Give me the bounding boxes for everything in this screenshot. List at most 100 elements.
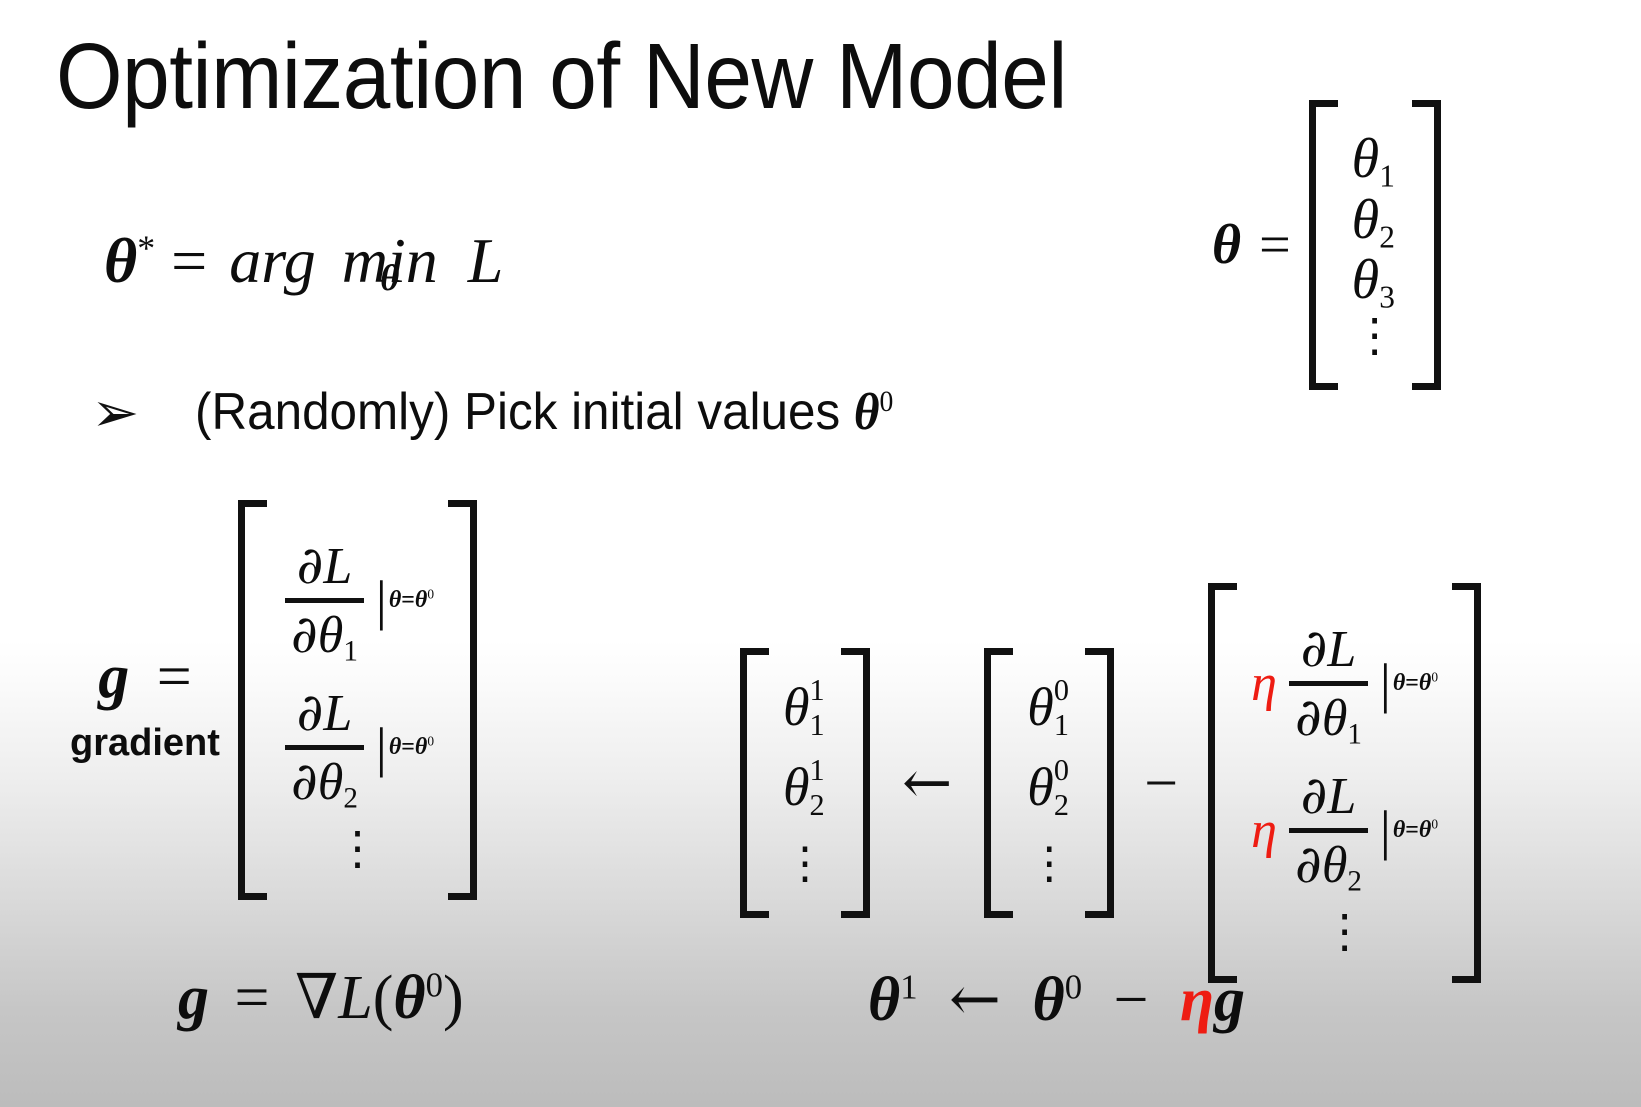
loss-symbol: L [1327, 767, 1357, 825]
partial-symbol: ∂ [1294, 687, 1322, 748]
gradient-g-glyph: g [98, 642, 130, 711]
eval-equals: = [401, 586, 415, 613]
evaluation-subscript: θ=θ0 [1393, 817, 1438, 844]
partial-symbol: ∂ [290, 604, 318, 665]
partial-symbol: ∂ [290, 751, 318, 812]
gradient-row: ∂L ∂θ2 | θ=θ0 [281, 683, 434, 813]
gradient-column-vector: ∂L ∂θ1 | θ=θ0 ∂L ∂θ2 | θ=θ0 ⋮ [237, 500, 477, 900]
open-paren: ( [372, 964, 394, 1032]
theta-index: 1 [1347, 718, 1362, 751]
bullet-item-text: (Randomly) Pick initial values [194, 383, 854, 441]
bullet-item-pick-initial-values: ➢ (Randomly) Pick initial values θ0 [91, 382, 930, 442]
theta-superscript: 0 [425, 965, 443, 1005]
argmin-equals: = [171, 225, 208, 296]
partial-fraction: ∂L ∂θ1 [1288, 618, 1368, 751]
update-arrow: ← [949, 962, 1001, 1035]
step-ellipsis: ⋮ [1321, 903, 1368, 958]
gradient-equals: = [156, 642, 192, 711]
theta-column-vector: θ1 θ2 θ3 ⋮ [1308, 100, 1441, 390]
argmin-star: * [137, 227, 156, 268]
theta-symbol: θ [393, 964, 426, 1032]
bracket-right [841, 648, 870, 918]
partial-symbol: ∂ [1300, 765, 1328, 826]
learning-rate-eta: η [1180, 966, 1215, 1034]
partial-fraction: ∂L ∂θ2 [1288, 765, 1368, 896]
theta-symbol: θ [1027, 757, 1054, 818]
theta-symbol: θ [317, 753, 344, 811]
update-arrow: ← [902, 748, 953, 818]
learning-rate-eta: η [1251, 654, 1277, 712]
old-theta-ellipsis: ⋮ [1027, 837, 1072, 889]
bullet-theta-superscript: 0 [879, 385, 893, 418]
arrow-bullet-icon: ➢ [91, 380, 140, 444]
partial-symbol: ∂ [1300, 618, 1328, 679]
step-row: η ∂L ∂θ1 | θ=θ0 [1251, 618, 1439, 751]
theta-symbol: θ [1321, 836, 1348, 894]
equals-sign: = [234, 964, 270, 1032]
theta-superscript: 1 [809, 673, 825, 708]
theta-subscript: 1 [809, 707, 825, 742]
eval-value-superscript: 0 [1431, 669, 1439, 685]
old-theta-symbol: θ [1032, 966, 1065, 1034]
theta-row-index: 2 [1379, 219, 1395, 255]
eval-value: θ [414, 586, 428, 613]
bracket-right [1085, 648, 1115, 918]
argmin-theta-symbol: θ [104, 225, 138, 296]
step-column-vector: η ∂L ∂θ1 | θ=θ0 η ∂L ∂θ2 | θ=θ0 [1208, 583, 1482, 983]
bullet-item-label: (Randomly) Pick initial values θ0 [195, 382, 893, 442]
loss-symbol: L [1327, 620, 1357, 678]
bracket-left [237, 500, 267, 900]
evaluation-subscript: θ=θ0 [389, 734, 434, 761]
theta-symbol: θ [317, 606, 344, 664]
theta-superscript: 0 [1053, 673, 1069, 708]
equation-update-compact: θ1 ← θ0 − ηg [868, 962, 1245, 1036]
gradient-ellipsis: ⋮ [334, 820, 381, 875]
partial-fraction: ∂L ∂θ2 [284, 683, 364, 813]
theta-superscript: 0 [1053, 753, 1069, 788]
theta-row-symbol: θ [1351, 249, 1380, 312]
partial-symbol: ∂ [296, 535, 324, 596]
theta-symbol: θ [1321, 689, 1348, 747]
eval-value: θ [414, 733, 428, 760]
close-paren: ) [442, 964, 464, 1032]
bracket-right [1411, 100, 1441, 390]
eval-value: θ [1418, 816, 1432, 843]
theta-vector-symbol: θ [1212, 214, 1242, 276]
minus-operator: − [1144, 749, 1179, 816]
bullet-theta-symbol: θ [853, 384, 880, 441]
eval-equals: = [1405, 669, 1419, 696]
step-row: η ∂L ∂θ2 | θ=θ0 [1251, 765, 1438, 896]
theta-symbol: θ [783, 757, 810, 818]
equation-argmin: θ* = arg min θ L [104, 224, 504, 299]
eval-theta: θ [388, 586, 402, 613]
argmin-objective: L [467, 225, 504, 296]
eval-theta: θ [1392, 816, 1406, 843]
theta-row-symbol: θ [1351, 188, 1380, 251]
minus-operator: − [1113, 966, 1149, 1034]
equation-gradient-vector: g = gradient ∂L ∂θ1 | θ=θ0 ∂L [70, 500, 477, 900]
partial-symbol: ∂ [1294, 834, 1322, 895]
theta-vector-row: θ3 [1351, 249, 1398, 313]
bracket-right [448, 500, 477, 900]
loss-symbol: L [323, 537, 353, 595]
theta-symbol: θ [783, 677, 810, 738]
theta-row-symbol: θ [1351, 128, 1380, 191]
learning-rate-eta: η [1251, 801, 1277, 859]
argmin-subscript-theta: θ [380, 257, 400, 299]
gradient-symbol-g: g [178, 964, 209, 1032]
equation-theta-vector: θ = θ1 θ2 θ3 ⋮ [1212, 100, 1441, 390]
evaluation-subscript: θ=θ0 [389, 587, 434, 614]
theta-row-index: 1 [1379, 158, 1395, 194]
evaluation-bar: | [1379, 799, 1391, 861]
theta-vector-row: θ2 [1351, 188, 1398, 253]
evaluation-bar: | [375, 569, 387, 631]
new-theta-superscript: 1 [900, 967, 918, 1007]
eval-equals: = [401, 733, 415, 760]
bracket-left [984, 648, 1014, 918]
